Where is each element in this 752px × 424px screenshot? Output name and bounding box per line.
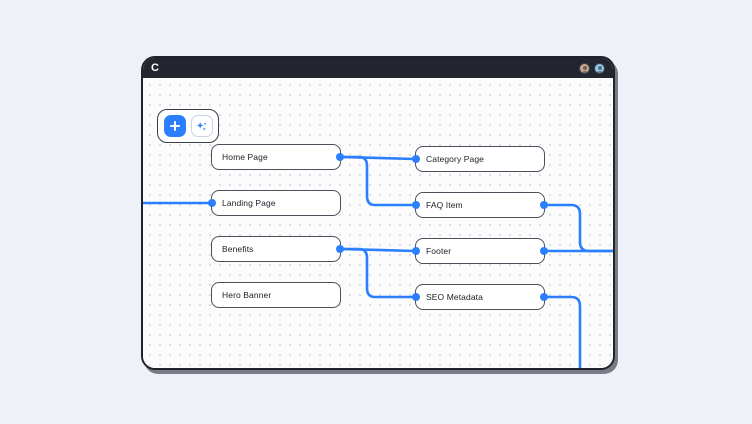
node-label-faq-item: FAQ Item [426, 200, 463, 210]
node-category-page[interactable]: Category Page [412, 146, 545, 172]
port-left-category-page[interactable] [412, 155, 420, 163]
node-label-hero-banner: Hero Banner [222, 290, 272, 300]
node-hero-banner[interactable]: Hero Banner [211, 282, 341, 308]
port-left-faq-item[interactable] [412, 201, 420, 209]
port-right-benefits[interactable] [336, 245, 344, 253]
edge-layer [143, 155, 613, 368]
avatar-user-1[interactable] [579, 62, 590, 74]
titlebar-actions [579, 62, 605, 74]
node-label-seo-metadata: SEO Metadata [426, 292, 483, 302]
node-landing-page[interactable]: Landing Page [208, 190, 341, 216]
avatar-user-2[interactable] [594, 62, 605, 74]
app-logo: C [151, 61, 160, 74]
flow-canvas[interactable]: Home Page Landing Page Benefits Hero Ban… [143, 78, 613, 368]
node-home-page[interactable]: Home Page [211, 144, 344, 170]
node-label-home-page: Home Page [222, 152, 268, 162]
window-titlebar: C [143, 58, 613, 78]
port-left-footer[interactable] [412, 247, 420, 255]
add-node-button[interactable] [163, 115, 186, 137]
port-left-seo-metadata[interactable] [412, 293, 420, 301]
canvas-toolbar [157, 109, 219, 143]
node-label-category-page: Category Page [426, 154, 485, 164]
port-right-seo-metadata[interactable] [540, 293, 548, 301]
node-benefits[interactable]: Benefits [211, 236, 344, 262]
node-seo-metadata[interactable]: SEO Metadata [412, 284, 548, 310]
port-right-footer[interactable] [540, 247, 548, 255]
sparkle-icon [196, 121, 206, 131]
ai-generate-button[interactable] [190, 115, 213, 137]
port-left-landing-page[interactable] [208, 199, 216, 207]
app-window: C [141, 56, 615, 370]
node-label-footer: Footer [426, 246, 452, 256]
port-right-home-page[interactable] [336, 153, 344, 161]
node-faq-item[interactable]: FAQ Item [412, 192, 548, 218]
node-label-landing-page: Landing Page [222, 198, 276, 208]
port-right-faq-item[interactable] [540, 201, 548, 209]
edge-faq-item-to-canvas-right [543, 203, 613, 253]
plus-icon [169, 121, 180, 131]
node-footer[interactable]: Footer [412, 238, 548, 264]
edge-seo-metadata-to-canvas-bottom [543, 295, 582, 368]
edge-home-page-to-faq-item [339, 155, 417, 207]
node-label-benefits: Benefits [222, 244, 254, 254]
edge-benefits-to-seo-metadata [339, 247, 417, 299]
